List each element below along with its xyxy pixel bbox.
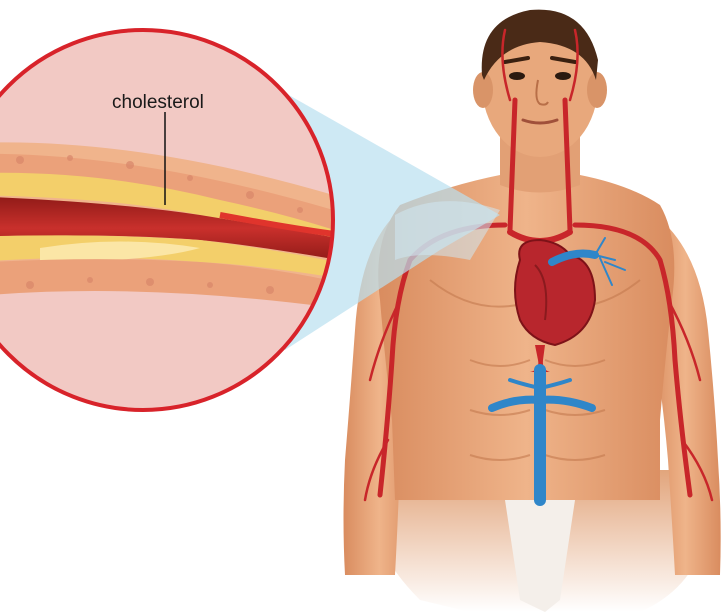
cholesterol-label: cholesterol [112, 92, 204, 113]
right-ear [587, 72, 607, 108]
artery-cross-section [0, 30, 350, 410]
